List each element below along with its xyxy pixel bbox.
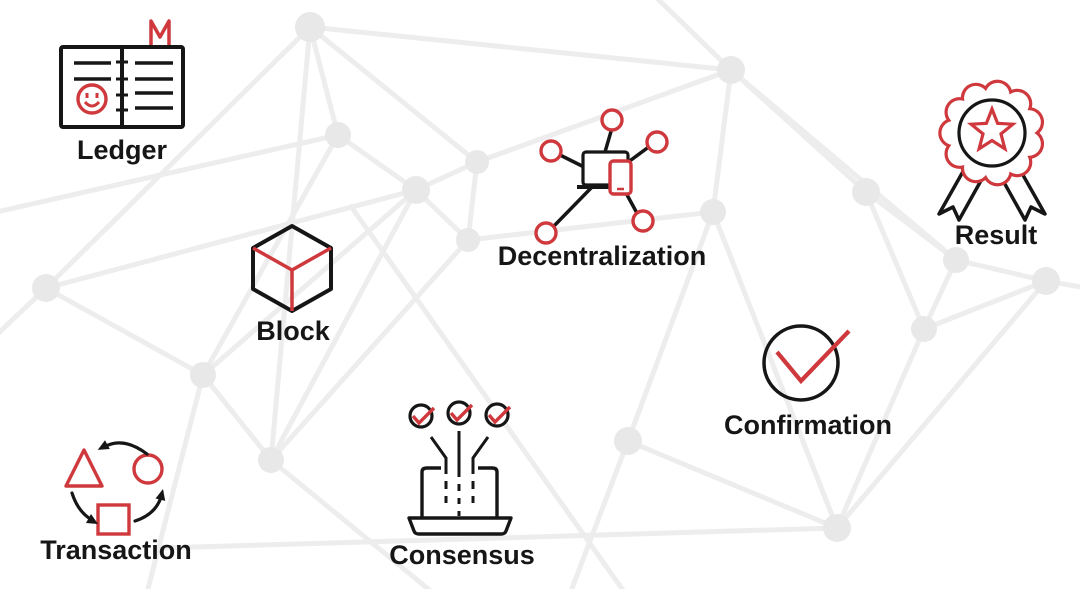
circle-checkmark-icon [762, 324, 851, 402]
label-result: Result [954, 220, 1038, 250]
vote-check-circles [408, 400, 512, 429]
cube-icon [251, 224, 333, 313]
star-icon [966, 104, 1018, 153]
laptop-three-checks-icon [407, 400, 513, 536]
label-consensus: Consensus [389, 540, 535, 570]
upload-lines [429, 431, 490, 516]
label-decentralization: Decentralization [497, 241, 707, 271]
devices-network-nodes-icon [534, 108, 669, 245]
shapes-exchange-cycle-icon [64, 440, 166, 536]
smiley-face-icon [76, 83, 108, 115]
cycle-arrows [70, 440, 166, 524]
network-nodes [32, 12, 1060, 542]
label-confirmation: Confirmation [724, 410, 892, 440]
label-block: Block [256, 316, 330, 346]
open-book-bookmark-smiley-icon [59, 19, 185, 129]
award-rosette-star-icon [937, 79, 1047, 222]
label-ledger: Ledger [76, 135, 168, 165]
label-transaction: Transaction [40, 535, 192, 565]
phone-icon [608, 159, 633, 196]
network-node-circles [534, 108, 669, 245]
